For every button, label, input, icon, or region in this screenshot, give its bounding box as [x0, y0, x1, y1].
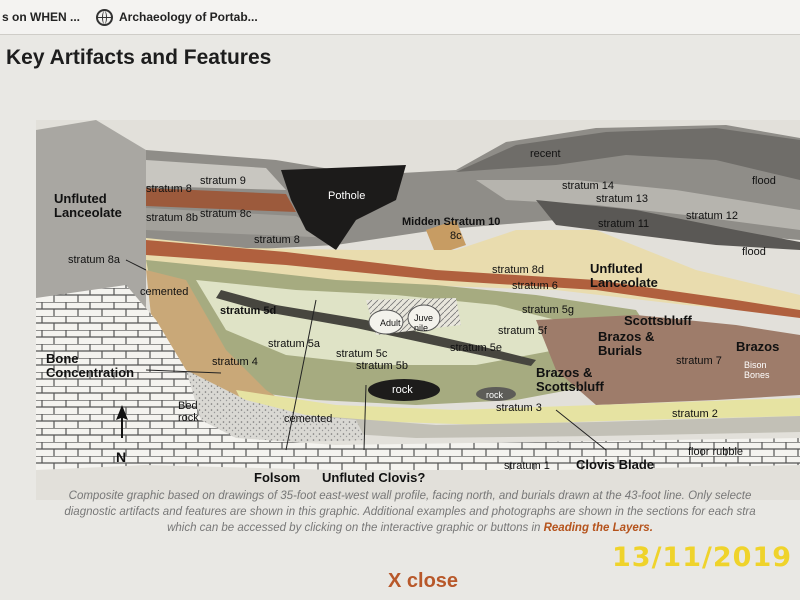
label-stratum8c: stratum 8c — [200, 208, 252, 220]
caption-line-3: which can be accessed by clicking on the… — [20, 520, 800, 536]
rock-small — [476, 387, 516, 401]
label-rock-small: rock — [486, 390, 504, 400]
stratum8b-layer — [146, 208, 336, 238]
clovis-blade-leader — [555, 409, 607, 451]
folsom-leader — [285, 299, 317, 451]
recent-layer — [456, 128, 800, 180]
reading-the-layers-link[interactable]: Reading the Layers. — [543, 522, 653, 534]
close-button[interactable]: X close — [388, 570, 459, 592]
label-bone-concentration: Bone Concentration — [46, 351, 135, 380]
label-stratum8b: stratum 8b — [146, 212, 198, 224]
adult-burial — [368, 309, 404, 335]
label-recent: recent — [530, 148, 561, 160]
label-clovis-blade: Clovis Blade — [576, 457, 655, 472]
globe-icon — [96, 8, 113, 26]
bone-concentration-leader — [145, 369, 222, 374]
label-stratum5g: stratum 5g — [522, 304, 574, 316]
caption-line-1: Composite graphic based on drawings of 3… — [68, 490, 752, 502]
label-stratum13: stratum 13 — [596, 193, 648, 205]
bookmark-2-label: Archaeology of Portab... — [119, 10, 258, 24]
label-cemented-bottom: cemented — [284, 413, 333, 425]
label-scottsbluff: Scottsbluff — [624, 313, 692, 328]
label-adult: Adult — [380, 318, 401, 328]
bedrock-bricks — [36, 285, 800, 470]
label-stratum2: stratum 2 — [672, 408, 718, 420]
caption-line-3-text: which can be accessed by clicking on the… — [167, 522, 541, 534]
label-unfluted-lanceolate-right: Unfluted Lanceolate — [590, 261, 658, 290]
stratum6-layer — [146, 240, 800, 318]
label-floor-rubble: floor rubble — [688, 446, 744, 458]
label-stratum11: stratum 11 — [598, 218, 650, 230]
label-flood-right: flood — [742, 246, 766, 258]
label-stratum6: stratum 6 — [512, 280, 558, 292]
stratum8a-leader — [125, 259, 147, 271]
label-stratum8-mid: stratum 8 — [254, 234, 300, 246]
label-bedrock: Bed rock — [178, 400, 199, 424]
stratum11-layer — [536, 200, 800, 250]
stratum9-layer — [146, 160, 286, 190]
rock — [368, 379, 440, 401]
label-brazos-scottsbluff: Brazos & Scottsbluff — [536, 365, 604, 394]
date-stamp: 13/11/2019 — [612, 542, 793, 573]
stratigraphy-diagram[interactable]: recent flood stratum 14 stratum 13 strat… — [36, 120, 800, 500]
label-stratum5e: stratum 5e — [450, 342, 502, 354]
label-stratum8a: stratum 8a — [68, 254, 120, 266]
figure-caption: Composite graphic based on drawings of 3… — [20, 488, 800, 536]
north-arrow-icon — [116, 405, 128, 438]
label-brazos-burials: Brazos & Burials — [598, 329, 655, 358]
label-flood-top: flood — [752, 175, 776, 187]
label-stratum12: stratum 12 — [686, 210, 738, 222]
label-stratum8d: stratum 8d — [492, 264, 544, 276]
label-stratum9: stratum 9 — [200, 175, 246, 187]
label-stratum8-top: stratum 8 — [146, 183, 192, 195]
label-stratum5b: stratum 5b — [356, 360, 408, 372]
label-stratum3: stratum 3 — [496, 402, 542, 414]
label-stratum5a: stratum 5a — [268, 338, 320, 350]
cemented-zone — [186, 370, 366, 442]
label-pothole: Pothole — [328, 190, 366, 202]
label-bison-bones: Bison Bones — [744, 360, 770, 380]
bookmark-1-label: s on WHEN ... — [2, 10, 80, 24]
stratum8c-layer — [146, 188, 296, 212]
label-brazos: Brazos — [736, 339, 780, 354]
bookmarks-bar: s on WHEN ... Archaeology of Portab... — [0, 0, 800, 35]
label-stratum14: stratum 14 — [562, 180, 614, 192]
label-folsom: Folsom — [254, 470, 301, 485]
stratum13-layer — [476, 180, 800, 230]
label-midden: Midden Stratum 10 — [402, 216, 501, 228]
label-unfluted-lanceolate-left: Unfluted Lanceolate — [54, 191, 122, 220]
bookmark-1[interactable]: s on WHEN ... — [2, 10, 80, 24]
label-cemented-top: cemented — [140, 286, 189, 298]
label-juvenile: Juve nile — [414, 313, 434, 333]
stratum7-layer — [536, 315, 800, 405]
label-stratum1: stratum 1 — [504, 460, 550, 472]
stratum3-layer — [236, 390, 800, 425]
label-unfluted-clovis: Unfluted Clovis? — [322, 470, 426, 485]
label-north: N — [116, 449, 127, 465]
label-stratum5d: stratum 5d — [220, 305, 277, 317]
pothole — [281, 165, 406, 250]
page-title: Key Artifacts and Features — [6, 46, 272, 69]
bookmark-2[interactable]: Archaeology of Portab... — [96, 8, 258, 26]
midden-stratum10 — [426, 220, 466, 255]
label-stratum8c-small: 8c — [450, 230, 462, 242]
label-stratum5f: stratum 5f — [498, 325, 547, 337]
caption-line-2: diagnostic artifacts and features are sh… — [64, 506, 756, 518]
clovis-leader — [363, 384, 367, 451]
label-stratum4: stratum 4 — [212, 356, 258, 368]
juvenile-burial — [407, 304, 441, 332]
label-stratum7: stratum 7 — [676, 355, 722, 367]
label-rock: rock — [392, 384, 413, 396]
stratigraphy-drawing — [36, 120, 800, 500]
stratum2-layer — [266, 412, 800, 438]
label-stratum5c: stratum 5c — [336, 348, 388, 360]
